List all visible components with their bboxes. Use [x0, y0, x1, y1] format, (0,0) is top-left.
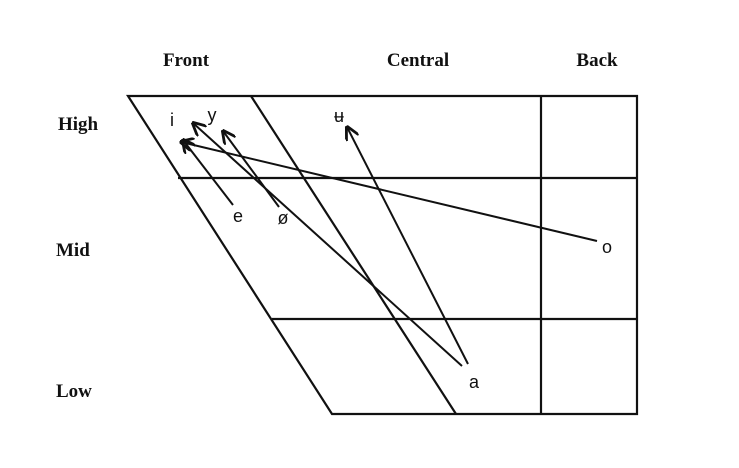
- shift-arrow-a-to-ubar: [347, 127, 469, 365]
- column-header-back: Back: [576, 50, 618, 71]
- shift-arrow-oslash-to-y: [223, 131, 280, 208]
- column-header-front: Front: [163, 50, 210, 71]
- row-label-low: Low: [56, 381, 92, 402]
- vowel-e: e: [233, 206, 243, 226]
- shift-arrow-a-to-y: [193, 123, 463, 367]
- row-label-high: High: [58, 114, 99, 135]
- vowel-o: o: [602, 237, 612, 257]
- row-label-mid: Mid: [56, 240, 90, 261]
- front-central-divider: [250, 95, 457, 415]
- shift-arrow-o-to-i: [181, 142, 598, 242]
- vowel-u-bar: ʉ: [334, 106, 344, 126]
- vowel-a: a: [469, 372, 480, 392]
- vowel-y: y: [208, 105, 217, 125]
- vowel-o-slash: ø: [278, 208, 289, 228]
- vowel-i: i: [170, 110, 174, 130]
- chart-outline: [125, 94, 639, 416]
- column-header-central: Central: [387, 50, 449, 71]
